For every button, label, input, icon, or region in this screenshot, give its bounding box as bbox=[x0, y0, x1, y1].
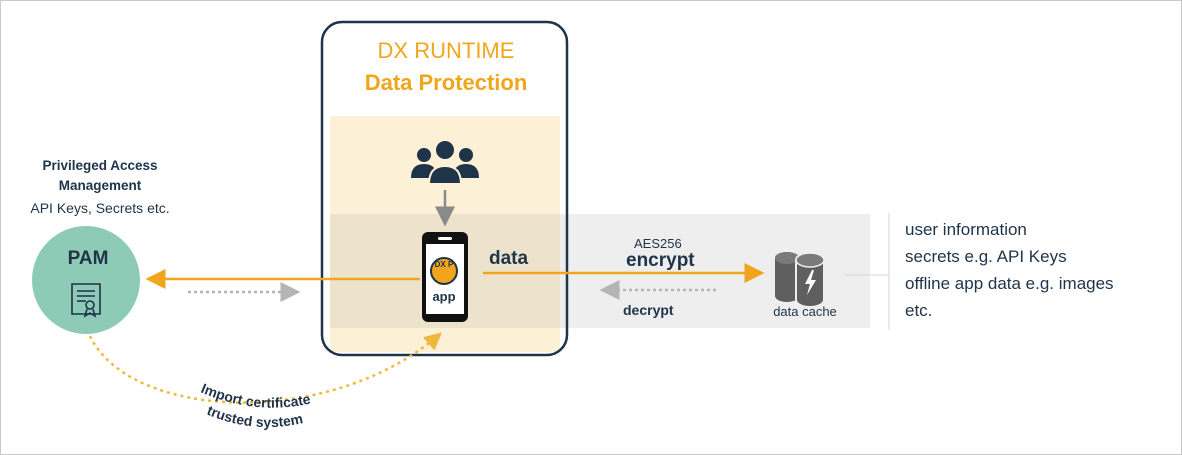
pam-subheading: API Keys, Secrets etc. bbox=[30, 200, 170, 216]
pam-heading: Privileged Access Management bbox=[10, 156, 190, 196]
app-label: app bbox=[432, 289, 456, 304]
pam-label: PAM bbox=[67, 248, 109, 269]
certificate-icon bbox=[71, 283, 101, 318]
app-logo-text: DX P bbox=[434, 260, 454, 269]
pam-heading-line2: Management bbox=[58, 178, 142, 193]
encrypt-label: encrypt bbox=[626, 250, 695, 271]
cipher-label: AES256 bbox=[634, 236, 682, 251]
info-list: user information secrets e.g. API Keys o… bbox=[905, 216, 1114, 324]
data-cache-label: data cache bbox=[773, 304, 837, 319]
data-label: data bbox=[489, 248, 529, 269]
info-item: etc. bbox=[905, 301, 933, 320]
runtime-title: DX RUNTIME bbox=[377, 38, 515, 63]
data-cache-icon bbox=[775, 252, 825, 308]
users-icon bbox=[411, 141, 479, 185]
info-item: secrets e.g. API Keys bbox=[905, 247, 1067, 266]
smartphone-icon bbox=[422, 232, 468, 322]
runtime-container bbox=[320, 20, 569, 357]
import-certificate-path bbox=[88, 332, 442, 404]
runtime-subtitle: Data Protection bbox=[364, 70, 528, 95]
decrypt-label: decrypt bbox=[623, 302, 674, 318]
info-item: user information bbox=[905, 220, 1027, 239]
pam-circle bbox=[32, 226, 140, 334]
info-item: offline app data e.g. images bbox=[905, 274, 1114, 293]
pam-heading-line1: Privileged Access bbox=[42, 158, 158, 173]
